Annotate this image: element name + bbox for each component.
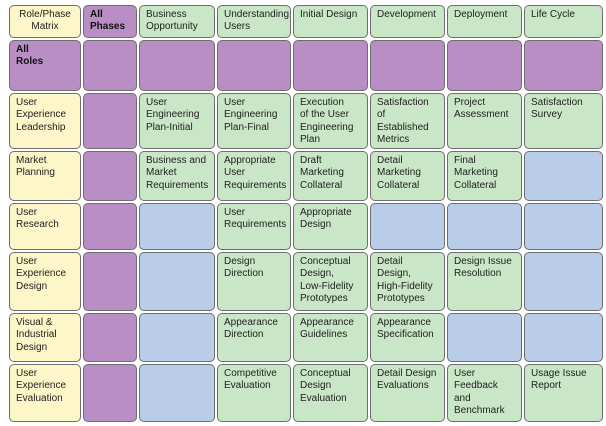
deliverable-cell: Conceptual Design Evaluation [293,364,368,422]
deliverable-cell: Satisfaction Survey [524,93,603,149]
phase-header-initial-design: Initial Design [293,5,368,38]
deliverable-cell: Business and Market Requirements [139,151,215,201]
empty-cell [370,203,445,250]
deliverable-cell: Draft Marketing Collateral [293,151,368,201]
role-header-user-experience-leadership: User Experience Leadership [9,93,81,149]
empty-cell [83,203,137,250]
empty-cell [83,151,137,201]
deliverable-cell: User Requirements [217,203,291,250]
empty-cell [524,252,603,311]
empty-cell [83,364,137,422]
phase-header-business-opportunity: Business Opportunity [139,5,215,38]
deliverable-cell: Appearance Guidelines [293,313,368,362]
phase-header-all-phases: All Phases [83,5,137,38]
empty-cell [83,93,137,149]
deliverable-cell: Appearance Direction [217,313,291,362]
deliverable-cell: Detail Marketing Collateral [370,151,445,201]
empty-cell [83,313,137,362]
deliverable-cell: Detail Design, High-Fidelity Prototypes [370,252,445,311]
deliverable-cell: Competitive Evaluation [217,364,291,422]
deliverable-cell: Conceptual Design, Low-Fidelity Prototyp… [293,252,368,311]
role-header-all-roles: All Roles [9,40,81,91]
deliverable-cell: Appropriate User Requirements [217,151,291,201]
empty-cell [83,40,137,91]
empty-cell [139,252,215,311]
empty-cell [447,40,522,91]
deliverable-cell: Appropriate Design [293,203,368,250]
role-header-user-experience-evaluation: User Experience Evaluation [9,364,81,422]
deliverable-cell: Design Direction [217,252,291,311]
deliverable-cell: User Engineering Plan-Final [217,93,291,149]
phase-header-development: Development [370,5,445,38]
phase-header-understanding-users: Understanding Users [217,5,291,38]
deliverable-cell: Satisfaction of Established Metrics [370,93,445,149]
deliverable-cell: Appearance Specification [370,313,445,362]
matrix-corner-label: Role/Phase Matrix [9,5,81,38]
role-header-market-planning: Market Planning [9,151,81,201]
deliverable-cell: Detail Design Evaluations [370,364,445,422]
empty-cell [139,40,215,91]
empty-cell [139,313,215,362]
role-header-user-experience-design: User Experience Design [9,252,81,311]
empty-cell [524,203,603,250]
deliverable-cell: Usage Issue Report [524,364,603,422]
empty-cell [524,151,603,201]
role-header-user-research: User Research [9,203,81,250]
empty-cell [293,40,368,91]
phase-header-deployment: Deployment [447,5,522,38]
role-header-visual-industrial-design: Visual & Industrial Design [9,313,81,362]
empty-cell [370,40,445,91]
empty-cell [139,203,215,250]
empty-cell [447,313,522,362]
deliverable-cell: User Engineering Plan-Initial [139,93,215,149]
deliverable-cell: Design Issue Resolution [447,252,522,311]
deliverable-cell: Project Assessment [447,93,522,149]
deliverable-cell: User Feedback and Benchmark [447,364,522,422]
deliverable-cell: Execution of the User Engineering Plan [293,93,368,149]
empty-cell [524,40,603,91]
empty-cell [217,40,291,91]
empty-cell [447,203,522,250]
empty-cell [83,252,137,311]
empty-cell [524,313,603,362]
phase-header-life-cycle: Life Cycle [524,5,603,38]
empty-cell [139,364,215,422]
deliverable-cell: Final Marketing Collateral [447,151,522,201]
